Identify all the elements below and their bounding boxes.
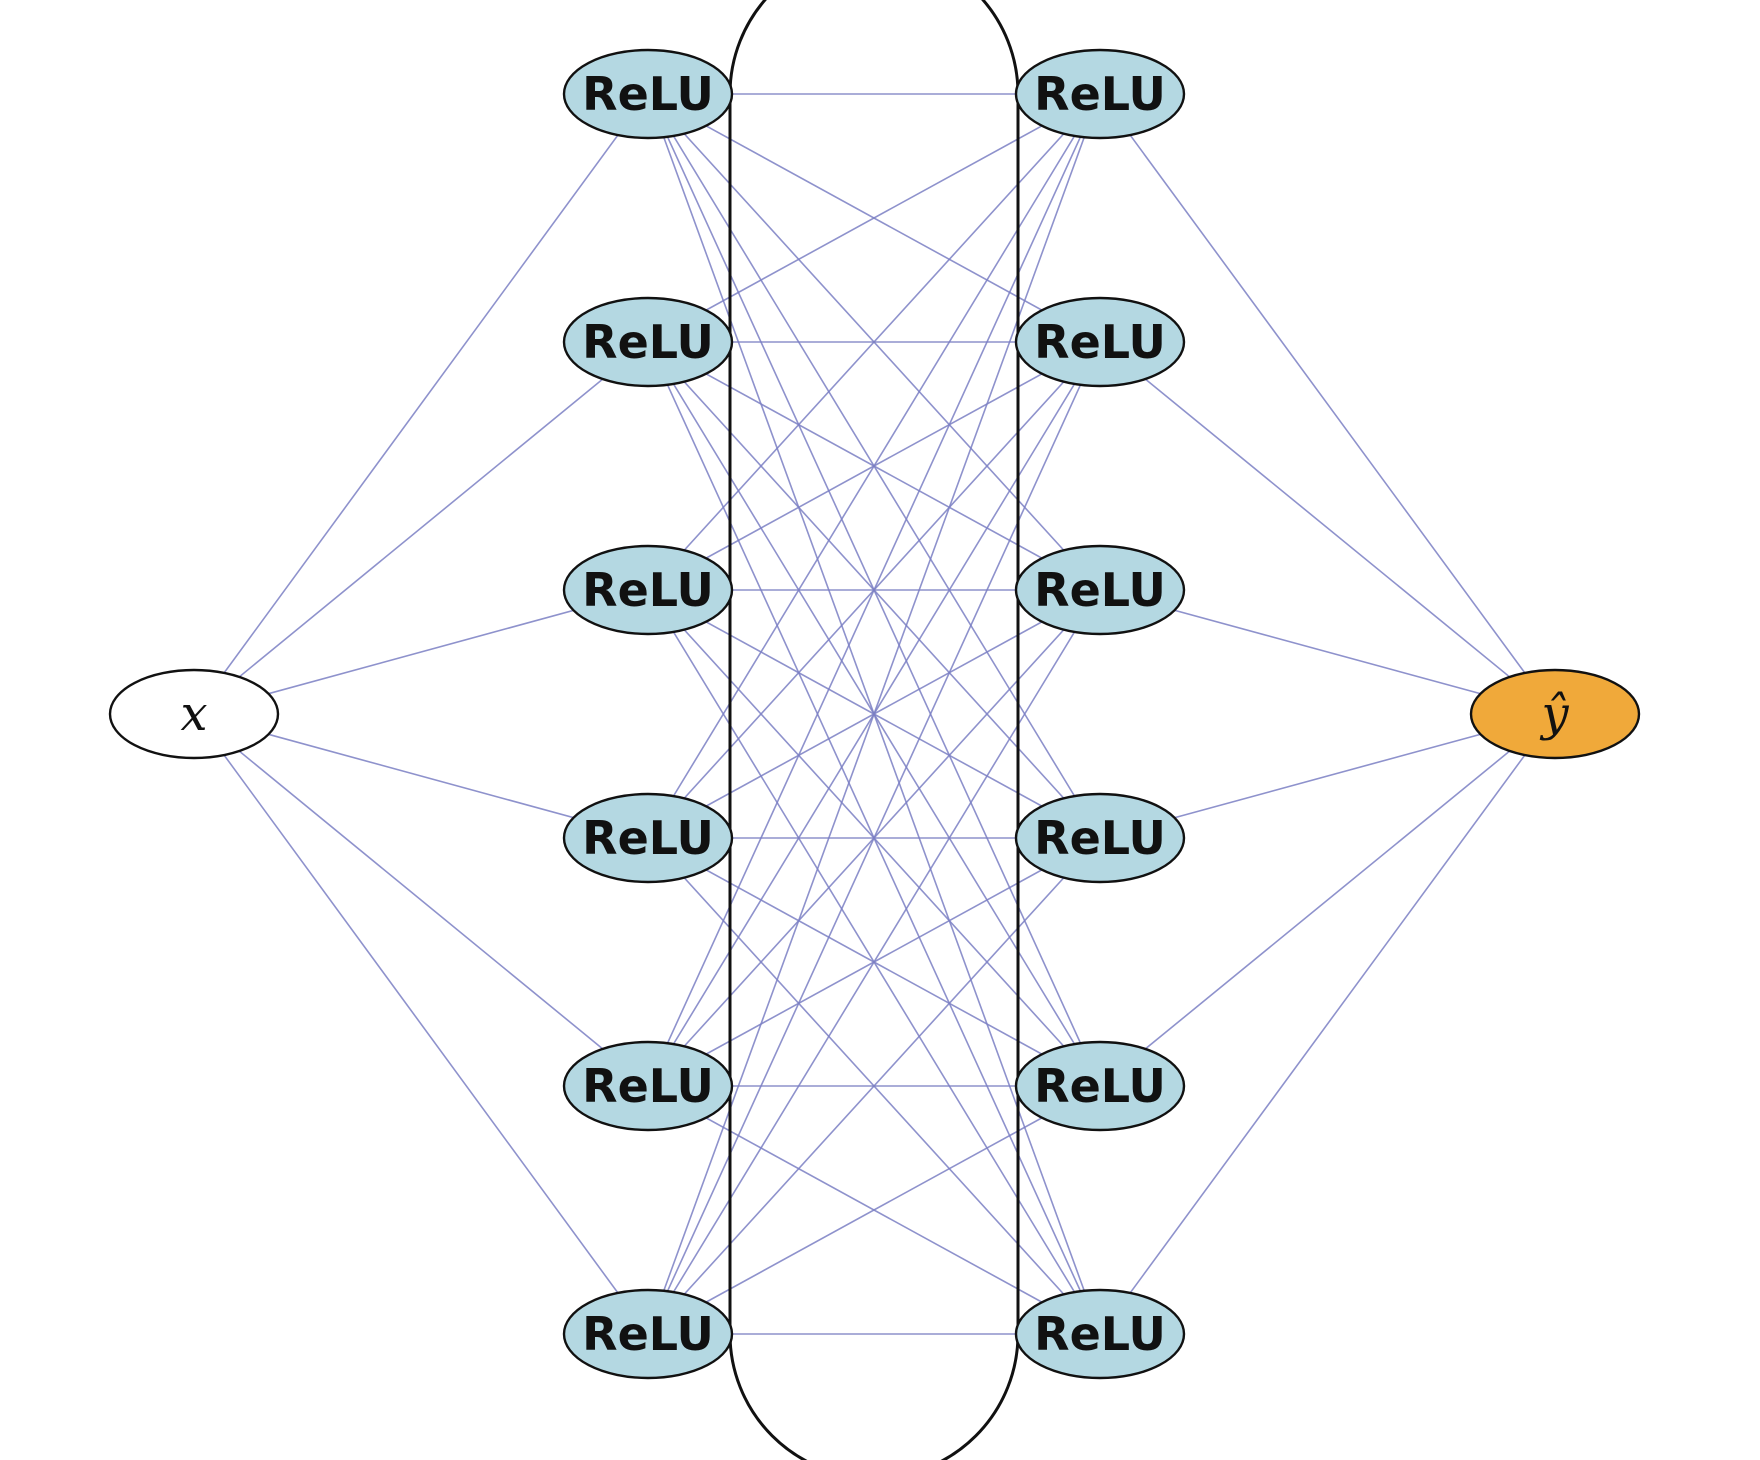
hidden-layer-1-node-4-label: ReLU	[582, 811, 714, 865]
hidden-layer-2-node-2-shape	[1014, 296, 1186, 388]
hidden-layer-2-node-3-label: ReLU	[1034, 563, 1166, 617]
hidden-layer-1-node-3: ReLU	[562, 544, 734, 636]
edge-input-to-l1-6	[193, 713, 649, 1335]
hidden-layer-1-node-5: ReLU	[562, 1040, 734, 1132]
edge-l2-2-to-output	[1099, 341, 1556, 715]
edge-input-to-l1-1	[193, 93, 649, 715]
hidden-layer-1-node-6-label: ReLU	[582, 1307, 714, 1361]
hidden-layer-1-node-4: ReLU	[562, 792, 734, 884]
output-node: ŷ	[1469, 668, 1641, 760]
edge-l1-6-to-l2-4	[647, 837, 1101, 1335]
hidden-layer-1-node-5-label: ReLU	[582, 1059, 714, 1113]
hidden-layer-2-node-1-shape	[1014, 48, 1186, 140]
hidden-layer-1-node-3-shape	[562, 544, 734, 636]
hidden-layer-1-node-1-label: ReLU	[582, 67, 714, 121]
input-node-label: x	[180, 686, 207, 742]
hidden-layer-2-node-2: ReLU	[1014, 296, 1186, 388]
edge-l1-6-to-l2-5	[647, 1085, 1101, 1335]
hidden-layer-2-node-1: ReLU	[1014, 48, 1186, 140]
connection-edges	[193, 93, 1556, 1335]
hidden-layer-1-node-2: ReLU	[562, 296, 734, 388]
edge-l1-2-to-l2-1	[647, 93, 1101, 343]
hidden-layer-1-node-5-shape	[562, 1040, 734, 1132]
hidden-layer-2-node-6-label: ReLU	[1034, 1307, 1166, 1361]
hidden-layer-1-node-3-label: ReLU	[582, 563, 714, 617]
edge-l2-1-to-output	[1099, 93, 1556, 715]
hidden-layer-1-node-1-shape	[562, 48, 734, 140]
hidden-layer-2-node-5-shape	[1014, 1040, 1186, 1132]
hidden-layer-2-node-3-shape	[1014, 544, 1186, 636]
edge-l1-3-to-l2-1	[647, 93, 1101, 591]
output-node-label: ŷ	[1539, 686, 1569, 742]
edge-input-to-l1-2	[193, 341, 649, 715]
edge-l1-6-to-l2-3	[647, 589, 1101, 1335]
hidden-layer-1-node-6-shape	[562, 1288, 734, 1380]
hidden-layer-2-node-1-label: ReLU	[1034, 67, 1166, 121]
hidden-layer-2-node-4-label: ReLU	[1034, 811, 1166, 865]
edge-l1-6-to-l2-2	[647, 341, 1101, 1335]
hidden-layer-2-node-2-label: ReLU	[1034, 315, 1166, 369]
output-node-shape	[1469, 668, 1641, 760]
hidden-layer-2-node-4-shape	[1014, 792, 1186, 884]
edge-input-to-l1-5	[193, 713, 649, 1087]
hidden-layer-1-node-2-label: ReLU	[582, 315, 714, 369]
hidden-layer-2-node-3: ReLU	[1014, 544, 1186, 636]
hidden-layer-1-node-2-shape	[562, 296, 734, 388]
hidden-layer-2-node-6-shape	[1014, 1288, 1186, 1380]
edge-l2-6-to-output	[1099, 713, 1556, 1335]
hidden-layer-2-node-5-label: ReLU	[1034, 1059, 1166, 1113]
input-node-shape	[108, 668, 280, 760]
edge-l1-6-to-l2-1	[647, 93, 1101, 1335]
layer-connection-bracket	[728, 0, 1020, 1460]
hidden-layer-1-node-1: ReLU	[562, 48, 734, 140]
network-nodes: xReLUReLUReLUReLUReLUReLUReLUReLUReLUReL…	[108, 48, 1641, 1380]
hidden-layer-2-node-5: ReLU	[1014, 1040, 1186, 1132]
edge-l1-5-to-l2-1	[647, 93, 1101, 1087]
hidden-layer-2-node-4: ReLU	[1014, 792, 1186, 884]
edge-l2-5-to-output	[1099, 713, 1556, 1087]
edge-l1-4-to-l2-1	[647, 93, 1101, 839]
hidden-layer-2-node-6: ReLU	[1014, 1288, 1186, 1380]
input-node: x	[108, 668, 280, 760]
hidden-layer-1-node-6: ReLU	[562, 1288, 734, 1380]
hidden-layer-1-node-4-shape	[562, 792, 734, 884]
